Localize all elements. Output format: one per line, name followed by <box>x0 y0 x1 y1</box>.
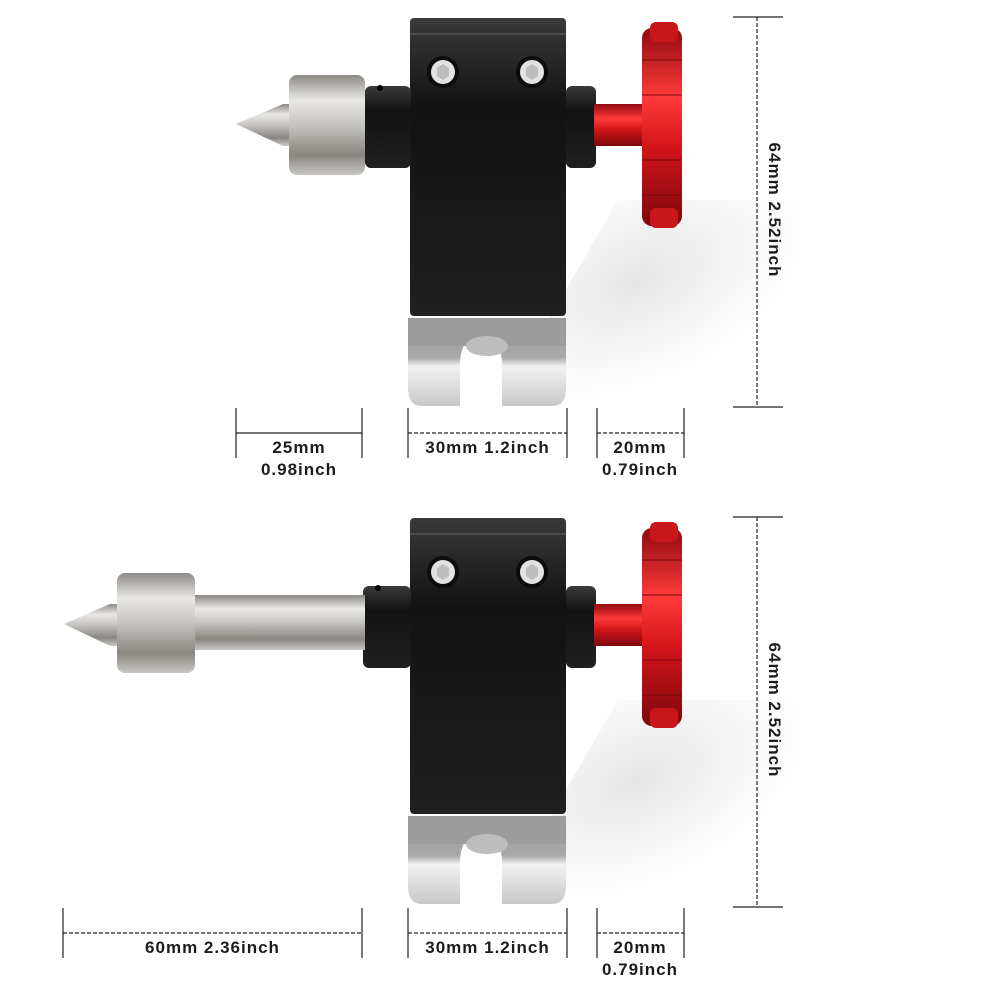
live-center-point <box>64 604 117 646</box>
live-center-point <box>236 104 289 146</box>
base-block <box>408 318 566 406</box>
dim-center-length-inch: 0.98inch <box>260 460 338 479</box>
dim-body-width: 30mm 1.2inch <box>425 938 550 957</box>
red-shaft <box>594 104 644 146</box>
body-block <box>410 18 566 316</box>
red-handwheel <box>642 22 682 228</box>
dimension-lines <box>62 516 783 958</box>
dim-wheel-offset-inch: 0.79inch <box>601 960 679 979</box>
body-block <box>410 518 566 814</box>
live-center-shaft <box>190 595 365 650</box>
dim-wheel-offset-mm: 20mm <box>613 938 667 957</box>
figure-long-center: 60mm 2.36inch 30mm 1.2inch 20mm 0.79inch… <box>0 500 1000 1000</box>
dim-center-length-mm: 25mm <box>272 438 326 457</box>
dim-body-width: 30mm 1.2inch <box>425 438 550 457</box>
red-shaft <box>594 604 644 646</box>
red-handwheel <box>642 522 682 728</box>
tailstock-illustration <box>235 16 783 458</box>
dim-center-length: 60mm 2.36inch <box>145 938 280 957</box>
live-center-bearing <box>289 75 365 175</box>
dim-wheel-offset-inch: 0.79inch <box>601 460 679 479</box>
dim-height: 64mm 2.52inch <box>765 142 784 278</box>
live-center-bearing <box>117 573 195 673</box>
dimension-lines <box>235 16 783 458</box>
tailstock-illustration <box>62 516 783 958</box>
dim-wheel-offset-mm: 20mm <box>613 438 667 457</box>
dim-height: 64mm 2.52inch <box>765 642 784 778</box>
figure-short-center: 25mm 0.98inch 30mm 1.2inch 20mm 0.79inch… <box>235 16 838 479</box>
base-block <box>408 816 566 904</box>
